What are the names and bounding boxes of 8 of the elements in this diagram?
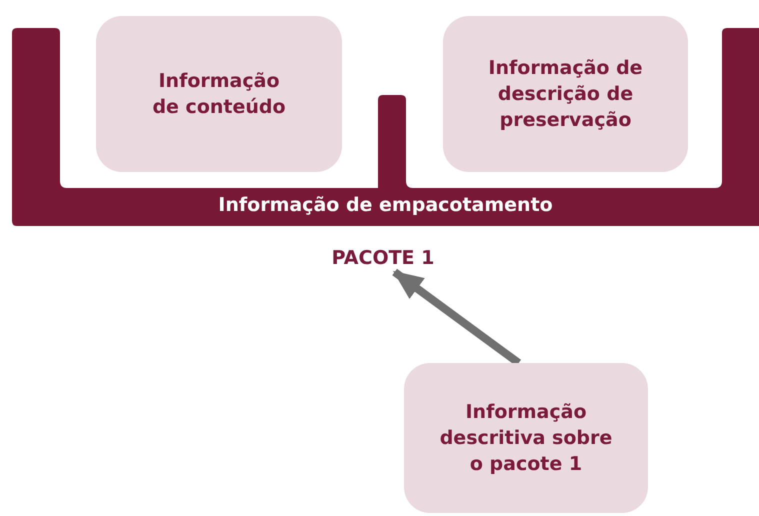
band-label: Informação de empacotamento [217, 193, 554, 218]
package-label: PACOTE 1 [332, 246, 434, 271]
info-box [96, 16, 342, 172]
box-label: Informação descritiva sobre o pacote 1 [438, 400, 614, 477]
box-label: Informação de descrição de preservação [487, 56, 644, 133]
info-box [443, 16, 688, 172]
box-label: Informação de conteúdo [151, 69, 287, 120]
info-box [404, 363, 648, 513]
